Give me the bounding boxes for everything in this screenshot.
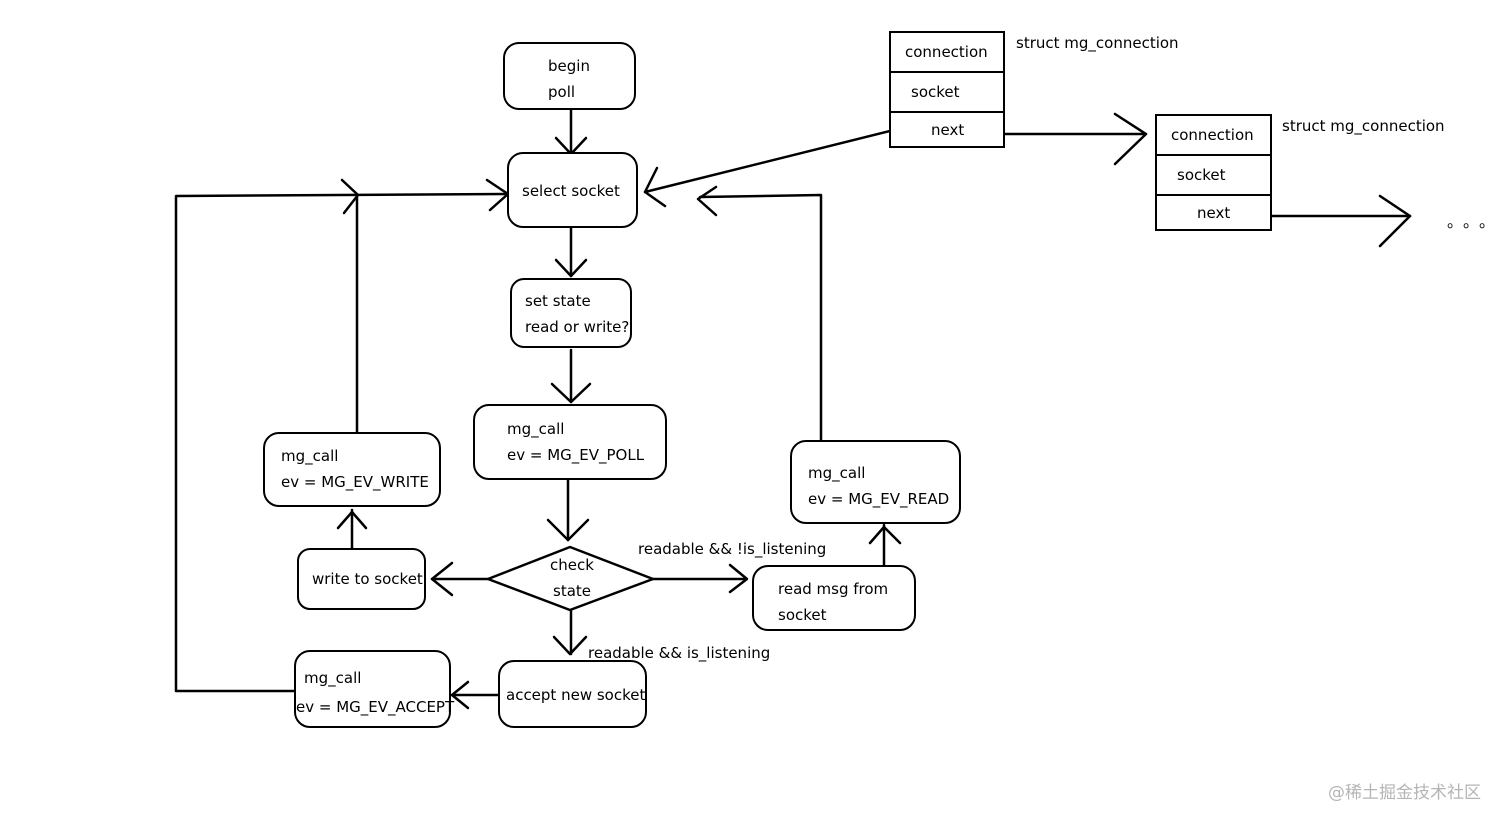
edge-accept-loop [174, 192, 508, 693]
read-msg-node: read msg from socket [752, 565, 916, 631]
read-or-write-label: read or write? [525, 318, 630, 336]
poll-label: poll [548, 83, 576, 101]
arrowhead [550, 382, 592, 404]
check-state-label: check state [530, 552, 614, 604]
accept-new-socket-label: accept new socket [506, 686, 646, 704]
mg-call-poll-node: mg_call ev = MG_EV_POLL [473, 404, 667, 480]
mg-call-write-node: mg_call ev = MG_EV_WRITE [263, 432, 441, 507]
arrowhead [1113, 112, 1148, 166]
socket-label: socket [778, 606, 827, 624]
struct-field-socket: socket [1157, 154, 1270, 194]
arrowhead [450, 680, 470, 710]
arrowhead [643, 166, 667, 208]
readable-not-listening-label: readable && !is_listening [638, 540, 827, 558]
struct-field-next: next [1157, 194, 1270, 228]
edge-mgcallread-loop [698, 193, 823, 442]
arrowhead [868, 525, 902, 545]
struct-mg-connection-1: connection socket next [889, 31, 1005, 148]
watermark: @稀土掘金技术社区 [1328, 783, 1481, 803]
arrowhead [552, 635, 588, 656]
mg-call-label: mg_call [281, 447, 339, 465]
arrowhead [728, 563, 749, 594]
ellipsis: 。。。 [1447, 212, 1503, 231]
select-socket-node: select socket [507, 152, 638, 228]
struct-2-name: struct mg_connection [1282, 117, 1445, 135]
arrowhead [336, 510, 368, 530]
arrowhead [554, 258, 588, 278]
check-state-diamond [486, 545, 655, 612]
read-msg-label: read msg from [778, 580, 889, 598]
begin-poll-node: begin poll [503, 42, 636, 110]
set-state-node: set state read or write? [510, 278, 632, 348]
state-label: state [553, 582, 591, 600]
select-socket-label: select socket [522, 182, 620, 200]
write-to-socket-node: write to socket [297, 548, 426, 610]
struct-1-name: struct mg_connection [1016, 34, 1179, 52]
arrowhead [340, 178, 360, 215]
ev-write-label: ev = MG_EV_WRITE [281, 473, 429, 491]
struct-field-connection: connection [1171, 126, 1254, 144]
readable-listening-label: readable && is_listening [588, 644, 771, 662]
struct-mg-connection-2: connection socket next [1155, 114, 1272, 231]
ev-read-label: ev = MG_EV_READ [808, 490, 950, 508]
arrowhead [546, 518, 590, 542]
mg-call-label: mg_call [808, 464, 866, 482]
mg-call-label: mg_call [507, 420, 565, 438]
write-to-socket-label: write to socket [312, 570, 423, 588]
arrowhead [1378, 194, 1412, 248]
set-state-label: set state [525, 292, 591, 310]
ev-poll-label: ev = MG_EV_POLL [507, 446, 645, 464]
arrowhead [696, 185, 718, 217]
check-label: check [550, 556, 594, 574]
accept-new-socket-node: accept new socket [498, 660, 647, 728]
mg-call-accept-node: mg_call ev = MG_EV_ACCEPT [294, 650, 455, 728]
ev-accept-label: ev = MG_EV_ACCEPT [296, 698, 455, 716]
edge-struct-to-select [643, 129, 892, 194]
arrowhead [430, 561, 454, 597]
begin-label: begin [548, 57, 590, 75]
mg-call-read-node: mg_call ev = MG_EV_READ [790, 440, 961, 524]
struct-field-socket: socket [891, 71, 1003, 111]
mg-call-label: mg_call [304, 669, 362, 687]
struct-field-connection: connection [905, 43, 988, 61]
struct-field-next: next [891, 111, 1003, 145]
